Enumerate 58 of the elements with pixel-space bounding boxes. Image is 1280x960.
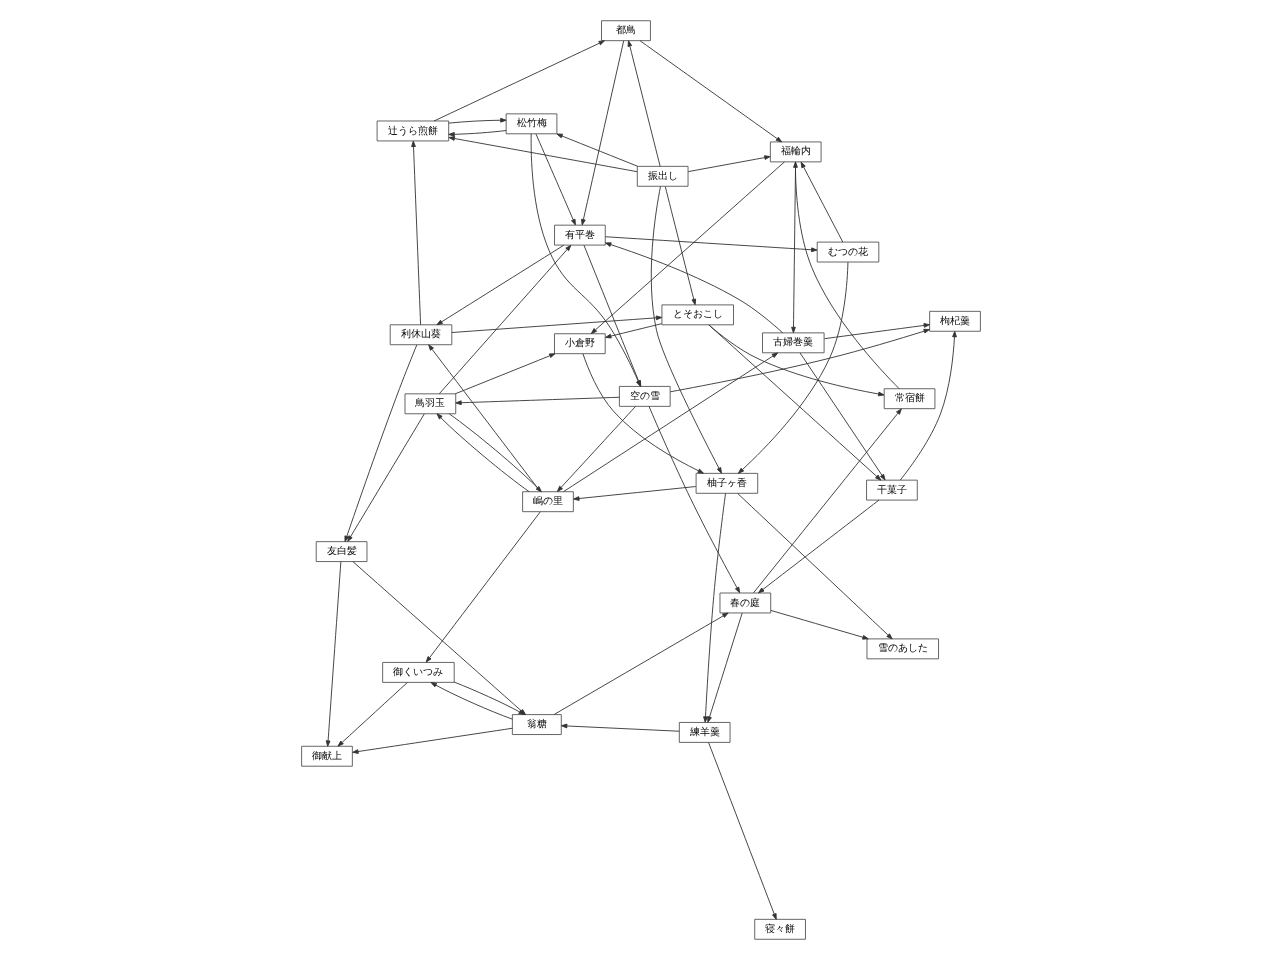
arrow: [790, 161, 796, 334]
arrow: [752, 408, 901, 594]
arrow: [432, 40, 604, 122]
arrow: [769, 610, 868, 640]
arrow: [581, 353, 703, 474]
arrow: [555, 406, 635, 492]
arrow: [589, 161, 784, 334]
arrow: [437, 244, 571, 395]
arrow: [898, 330, 956, 481]
arrow: [552, 612, 728, 715]
arrow: [410, 140, 421, 326]
arrow: [736, 493, 892, 640]
arrow: [447, 136, 637, 173]
arrow: [663, 186, 696, 306]
arrow: [435, 244, 564, 326]
arrow: [707, 324, 884, 397]
arrow: [736, 261, 848, 474]
arrow: [668, 328, 929, 393]
arrow: [447, 117, 506, 124]
arrow: [702, 492, 725, 723]
arrow: [707, 742, 776, 920]
arrow: [798, 352, 885, 481]
arrow: [346, 413, 424, 542]
arrow: [343, 344, 417, 543]
arrow: [562, 352, 778, 492]
arrow: [604, 242, 783, 334]
arrow: [429, 682, 512, 720]
arrow: [792, 161, 899, 390]
arrow: [529, 133, 640, 387]
arrow: [799, 161, 843, 243]
arrow: [582, 244, 641, 387]
arrow: [351, 727, 512, 754]
arrow: [580, 40, 624, 226]
arrow: [572, 486, 696, 501]
arrow: [447, 130, 506, 137]
arrow: [336, 682, 407, 747]
arrow: [626, 40, 660, 167]
arrow: [435, 413, 529, 493]
arrow: [686, 155, 770, 173]
arrow: [454, 396, 619, 406]
arrow: [647, 405, 740, 594]
arrow: [823, 323, 929, 340]
arrow: [604, 323, 662, 339]
arrow: [560, 723, 679, 732]
arrow: [603, 236, 817, 253]
arrow: [706, 612, 742, 723]
arrow: [324, 561, 341, 747]
arrow: [707, 324, 881, 481]
arrow: [555, 133, 638, 167]
arrow: [534, 133, 575, 226]
arrow: [757, 499, 879, 594]
arrow: [649, 186, 721, 474]
arrow: [447, 413, 541, 493]
arrow: [424, 511, 540, 663]
arrow: [638, 40, 782, 143]
arrow: [450, 315, 662, 333]
arrow: [453, 353, 555, 395]
arrow: [427, 344, 540, 492]
